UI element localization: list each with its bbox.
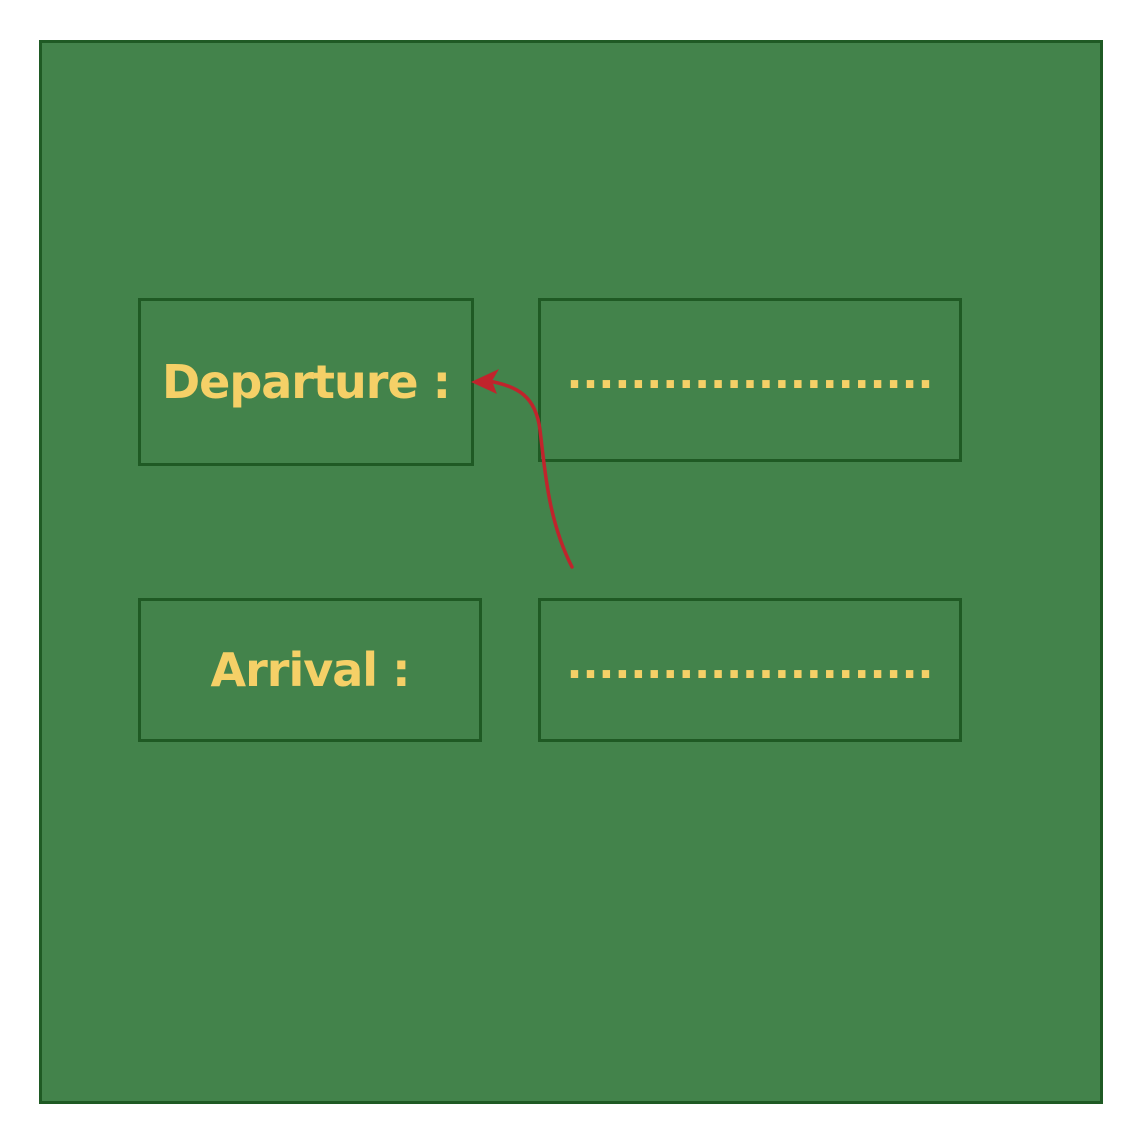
background-panel <box>39 40 1103 1104</box>
arrival-label: Arrival : <box>210 643 411 697</box>
arrival-value: ....................... <box>566 638 934 688</box>
arrival-label-box: Arrival : <box>138 598 482 742</box>
arrival-value-box: ....................... <box>538 598 962 742</box>
departure-value-box: ....................... <box>538 298 962 462</box>
departure-label: Departure : <box>161 355 451 409</box>
departure-label-box: Departure : <box>138 298 474 466</box>
departure-value: ....................... <box>566 348 934 398</box>
